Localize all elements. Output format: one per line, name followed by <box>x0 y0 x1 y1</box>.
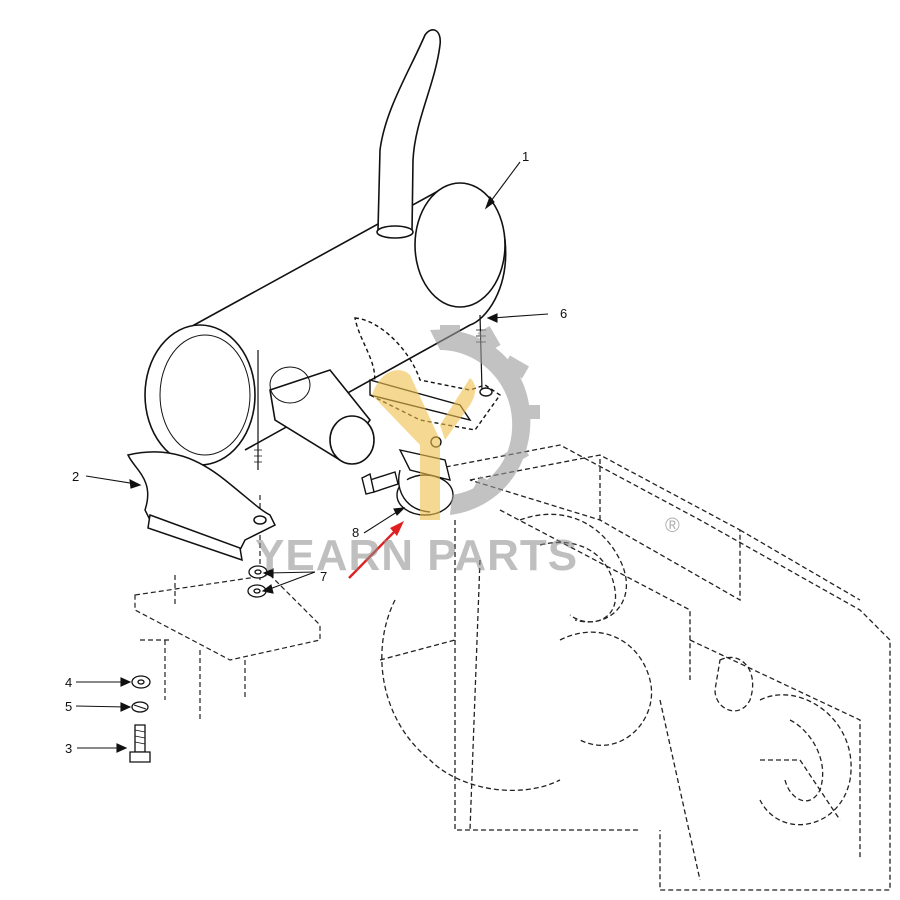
highlight-arrow <box>348 521 404 579</box>
y-letter-icon <box>372 370 476 520</box>
yearn-parts-logo <box>372 325 540 520</box>
engine-block-outline <box>379 444 891 891</box>
callout-4: 4 <box>65 675 72 690</box>
callout-7: 7 <box>320 569 327 584</box>
gear-icon <box>430 325 540 515</box>
callout-6: 6 <box>560 306 567 321</box>
leader-lines <box>75 161 549 753</box>
clamp-strap-2 <box>126 350 277 562</box>
callout-3: 3 <box>65 741 72 756</box>
watermark: YEARN PARTS ® <box>255 515 680 580</box>
callout-labels: 1 2 3 4 5 6 7 8 <box>65 149 567 756</box>
callout-8: 8 <box>352 525 359 540</box>
muffler <box>144 29 507 466</box>
watermark-brand: YEARN PARTS <box>255 531 578 580</box>
bolt-3 <box>129 724 151 763</box>
callout-2: 2 <box>72 469 79 484</box>
registered-mark: ® <box>665 515 680 537</box>
callout-5: 5 <box>65 699 72 714</box>
lock-washer-5 <box>131 701 149 713</box>
washer-4 <box>131 675 151 689</box>
callout-1: 1 <box>522 149 529 164</box>
